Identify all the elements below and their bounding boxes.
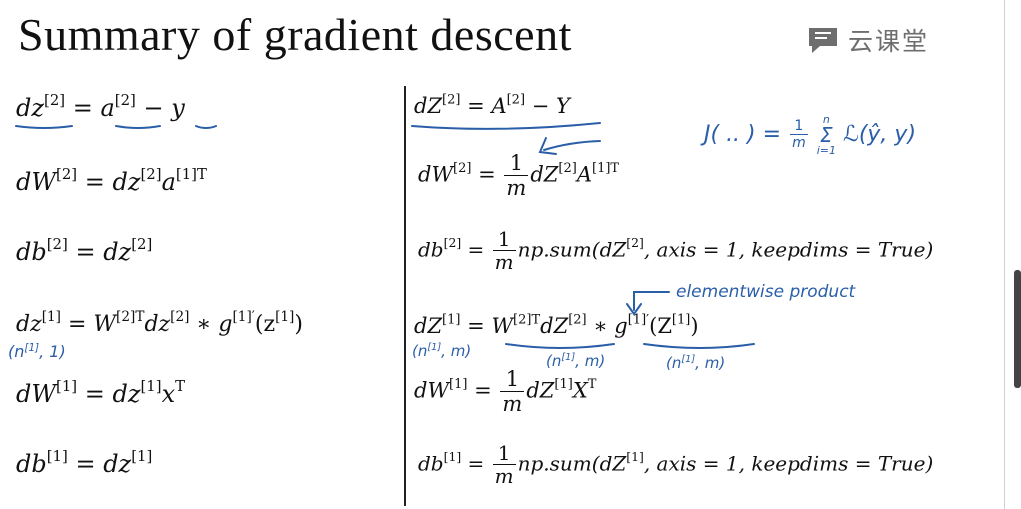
right-eq-dz2: dZ[2] = A[2] − Y [414,92,570,118]
chat-bubble-icon [809,28,837,53]
logo: 云课堂 [806,20,929,60]
logo-text: 云课堂 [848,27,930,56]
left-eq-dz1: dz[1] = W[2]Tdz[2] ∗ g[1]′(z[1]) [16,308,303,337]
column-divider [404,86,406,506]
underline-dZ2 [411,122,601,130]
shape-annotation-a: (n[1], m) [412,342,472,360]
brace-g [643,343,755,349]
shape-annotation-b: (n[1], m) [546,352,606,370]
slide-title: Summary of gradient descent [18,9,572,60]
left-eq-db2: db[2] = dz[2] [16,234,153,266]
left-eq-db1: db[1] = dz[1] [16,446,153,478]
shape-annotation-c: (n[1], m) [666,354,726,372]
left-eq-dw1: dW[1] = dz[1]xT [16,376,186,408]
shape-annotation-left: (n[1], 1) [8,341,66,361]
left-eq-dz2: dz[2] = a[2] − y [16,90,185,122]
right-eq-dz1: dZ[1] = W[2]TdZ[2] ∗ g[1]′(Z[1]) [414,312,699,338]
elementwise-annotation: elementwise product [676,282,856,302]
scrollbar-thumb[interactable] [1014,270,1021,388]
left-eq-dw2: dW[2] = dz[2]a[1]T [16,164,207,196]
arrow-elementwise [633,291,670,311]
underline-a2 [115,125,161,129]
arrow-to-dw2 [543,140,601,151]
underline-y [195,125,217,129]
brace-w-dz [505,343,615,349]
right-border [1004,0,1005,509]
underline-dz2 [15,125,73,129]
